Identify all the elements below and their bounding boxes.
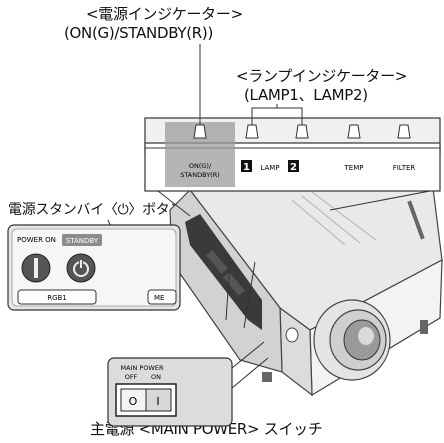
power-indicator-callout-line2: (ON(G)/STANDBY(R)) <box>64 24 214 42</box>
off-label: OFF <box>125 373 138 381</box>
temp-label: TEMP <box>344 164 364 172</box>
rgb1-label: RGB1 <box>47 294 67 302</box>
lamp-label: LAMP <box>260 164 279 172</box>
led-lamp1 <box>245 124 259 139</box>
lamp-indicator-callout-line1: <ランプインジケーター> <box>236 67 408 85</box>
lamp2-badge: 2 <box>290 162 297 173</box>
standby-button[interactable] <box>66 253 96 283</box>
standby-label: STANDBY <box>66 237 99 245</box>
main-power-panel: MAIN POWER OFF ON O I <box>107 357 233 427</box>
projector-body <box>169 171 443 397</box>
led-lamp2 <box>295 124 309 139</box>
led-power <box>193 124 207 139</box>
led-filter <box>397 124 411 139</box>
led-temp <box>347 124 361 139</box>
power-on-button[interactable] <box>21 253 51 283</box>
power-indicator-callout-line1: <電源インジケーター> <box>86 5 243 23</box>
on-standby-label-1: ON(G)/ <box>189 162 212 170</box>
main-power-switch[interactable]: O I <box>115 383 177 417</box>
indicator-panel: ON(G)/ STANDBY(R) 1 LAMP 2 TEMP FILTER <box>144 117 441 192</box>
on-standby-label-2: STANDBY(R) <box>180 171 220 179</box>
lens <box>313 299 391 381</box>
main-power-title: MAIN POWER <box>121 364 164 372</box>
standby-button-callout: 電源スタンバイ〈⏻〉ボタン <box>8 202 184 218</box>
power-on-label: POWER ON <box>17 236 56 244</box>
lamp1-badge-bg <box>241 160 252 172</box>
me-button[interactable] <box>147 289 177 305</box>
me-label: ME <box>154 294 164 302</box>
on-symbol: I <box>156 395 159 408</box>
off-symbol: O <box>129 395 138 408</box>
control-panel: POWER ON STANDBY RGB1 ME <box>7 224 181 311</box>
lamp2-badge-bg <box>288 160 299 172</box>
filter-label: FILTER <box>393 164 416 172</box>
lamp1-badge: 1 <box>243 162 250 173</box>
lamp-indicator-callout-line2: (LAMP1、LAMP2) <box>244 86 368 104</box>
standby-label-bg <box>62 234 102 246</box>
rgb1-button[interactable] <box>17 289 97 305</box>
on-label: ON <box>151 373 161 381</box>
